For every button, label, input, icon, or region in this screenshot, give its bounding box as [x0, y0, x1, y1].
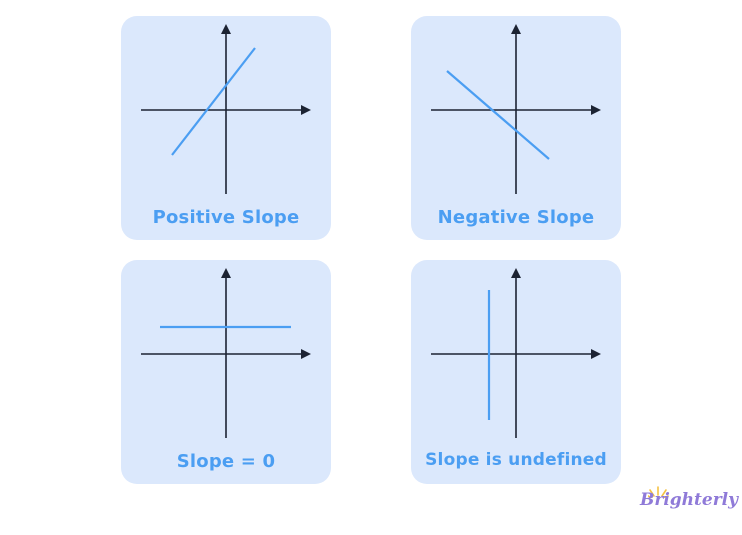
zero-slope-graph [141, 268, 311, 438]
positive-slope-line [171, 47, 256, 156]
sun-rays-icon [648, 486, 669, 498]
card-label-undefined-slope: Slope is undefined [425, 450, 607, 470]
card-zero-slope: Slope = 0 [121, 260, 331, 484]
card-negative-slope: Negative Slope [411, 16, 621, 240]
card-undefined-slope: Slope is undefined [411, 260, 621, 484]
negative-slope-graph [431, 24, 601, 194]
card-label-positive-slope: Positive Slope [152, 207, 300, 228]
brand-name: Brighterly [640, 490, 738, 510]
brand-logo: Brighterly [640, 484, 738, 518]
undefined-slope-graph [431, 268, 601, 438]
positive-slope-graph [141, 24, 311, 194]
card-label-zero-slope: Slope = 0 [176, 451, 276, 472]
card-label-negative-slope: Negative Slope [437, 207, 595, 228]
negative-slope-line [446, 70, 550, 160]
card-positive-slope: Positive Slope [121, 16, 331, 240]
